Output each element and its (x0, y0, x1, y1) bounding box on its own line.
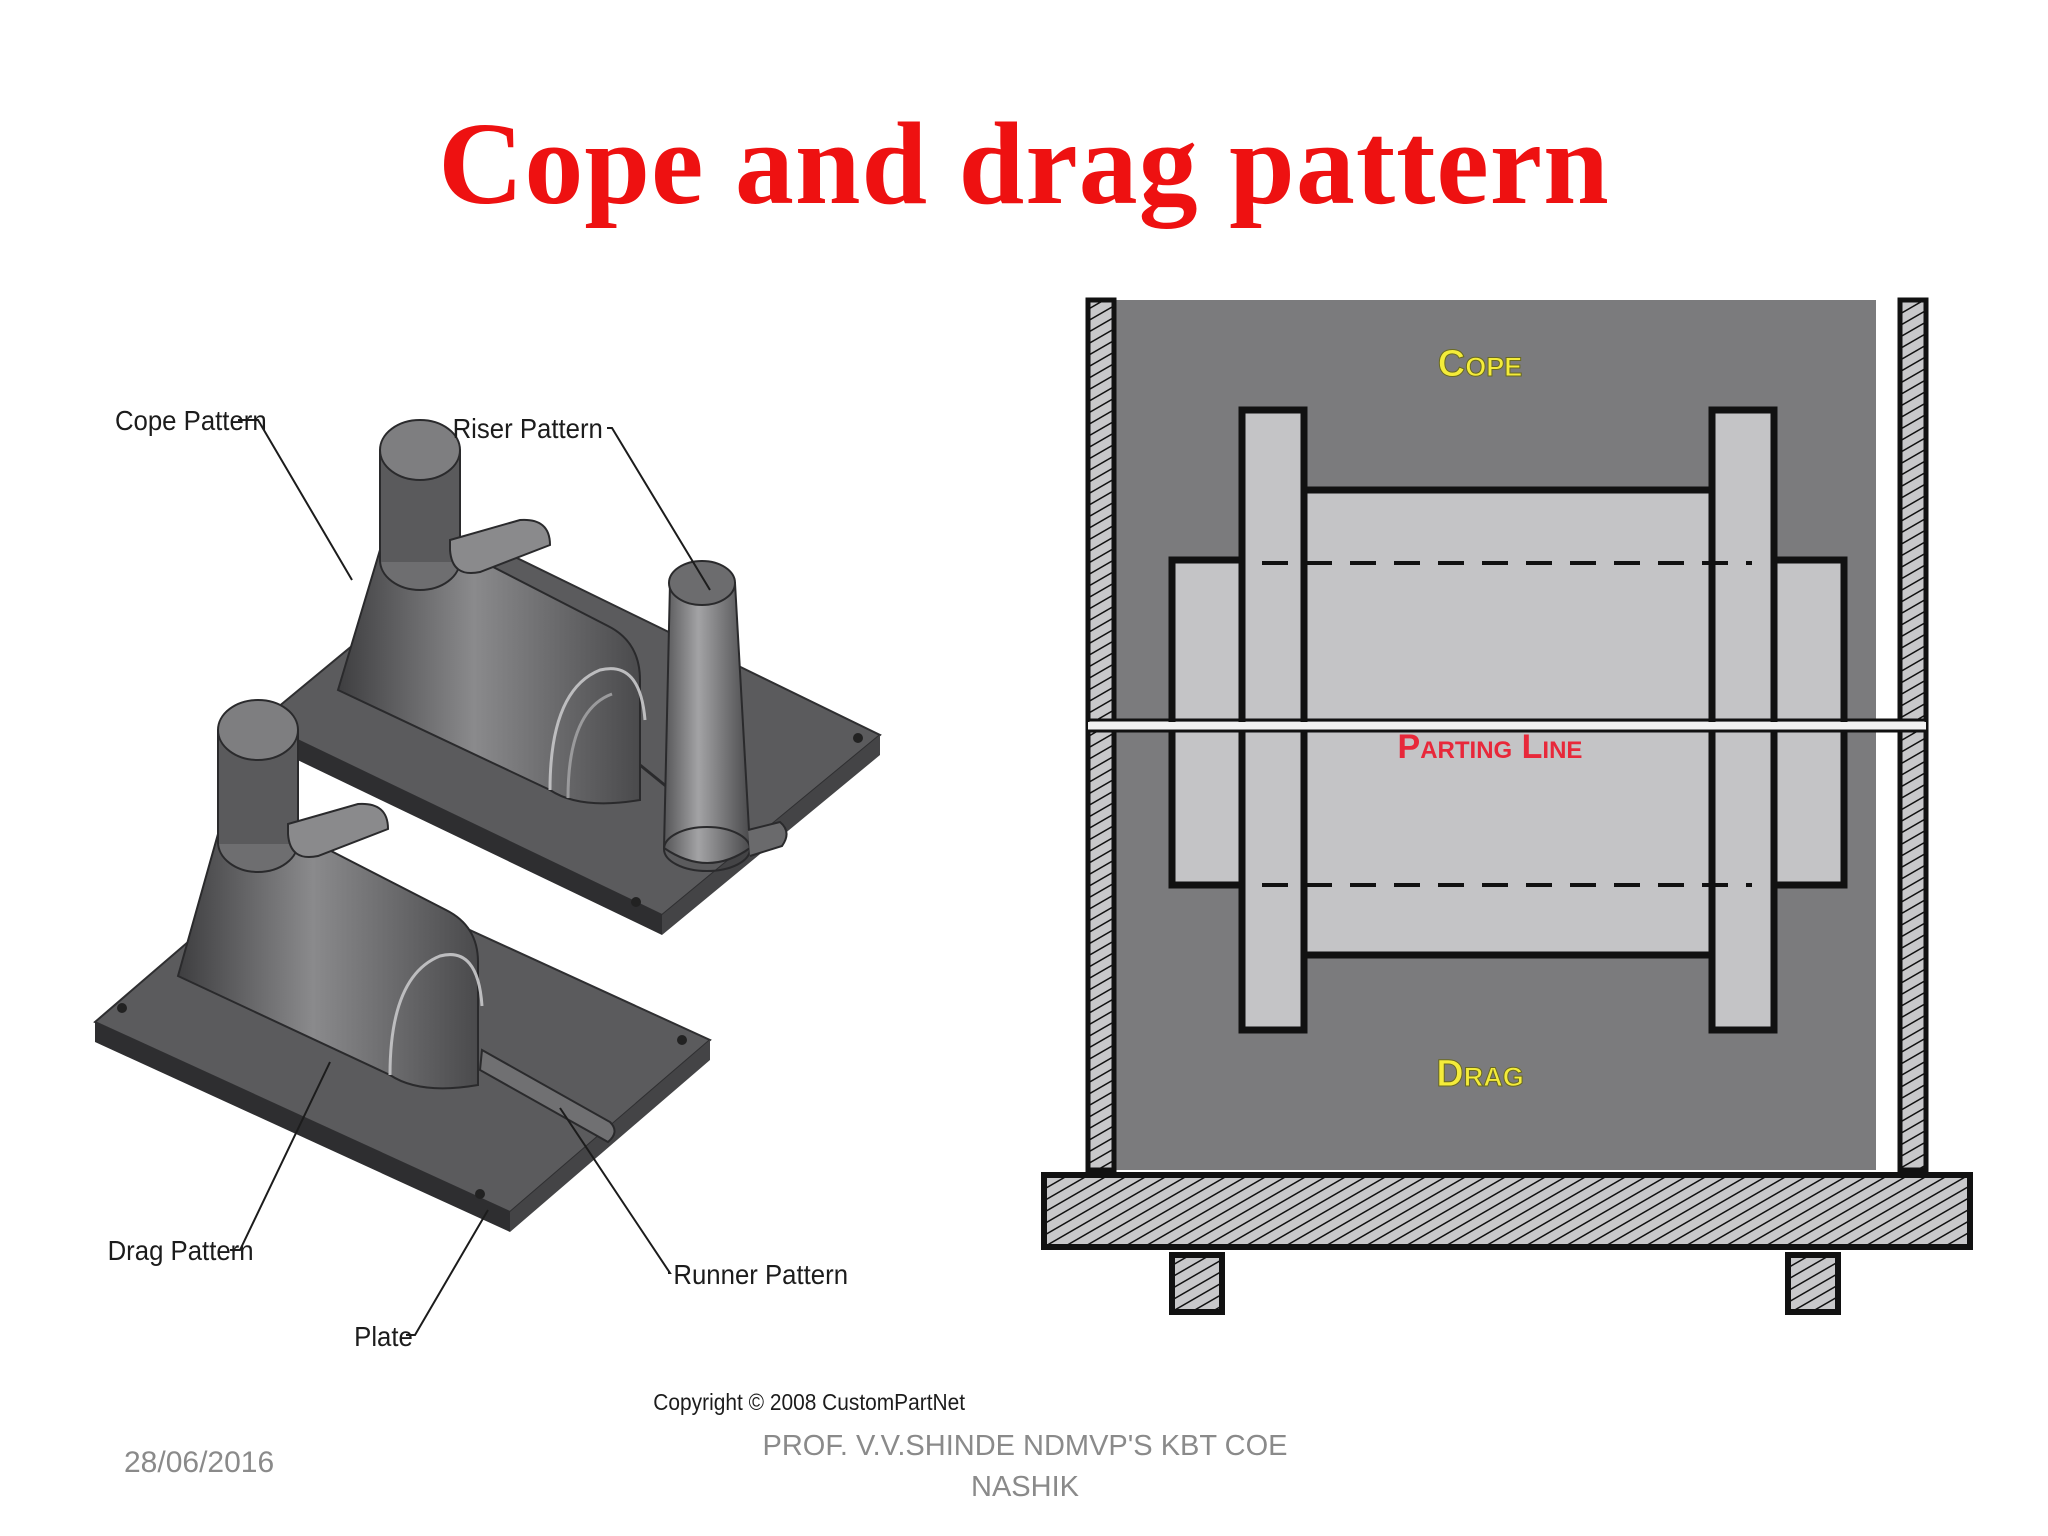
parting-line-label: Parting Line (1398, 728, 1583, 766)
cope-pattern-body (336, 419, 721, 832)
cope-label: Cope (1438, 343, 1522, 385)
bottom-board (1041, 1172, 1973, 1250)
drag-pattern-body (176, 699, 616, 1144)
slide-author: PROF. V.V.SHINDE NDMVP'S KBT COE NASHIK (762, 1430, 1288, 1503)
copyright-note: Copyright © 2008 CustomPartNet (653, 1389, 965, 1415)
label-plate: Plate (354, 1321, 413, 1352)
slide-date: 28/06/2016 (124, 1446, 275, 1479)
board-foot-right (1785, 1252, 1841, 1315)
pattern-plates-svg: Cope Pattern Riser Pattern Drag Pattern … (93, 405, 965, 1415)
label-runner-pattern: Runner Pattern (673, 1259, 848, 1290)
label-riser-pattern: Riser Pattern (453, 413, 603, 444)
cope-drag-section-svg: Cope Parting Line Drag (1041, 297, 1973, 1315)
riser-pattern (662, 560, 788, 872)
drag-label: Drag (1436, 1053, 1523, 1095)
flask-right-wall (1897, 297, 1929, 1173)
flask-left-wall (1085, 297, 1117, 1173)
page-title: Cope and drag pattern (438, 98, 1610, 229)
leader-lines (230, 419, 711, 1336)
board-foot-left (1169, 1252, 1225, 1315)
cope-drag-section-figure: Cope Parting Line Drag (1040, 290, 1980, 1330)
parting-line-gap (1088, 722, 1926, 730)
pattern-plates-figure: Cope Pattern Riser Pattern Drag Pattern … (80, 250, 980, 1430)
label-drag-pattern: Drag Pattern (108, 1235, 254, 1266)
label-cope-pattern: Cope Pattern (115, 405, 267, 436)
